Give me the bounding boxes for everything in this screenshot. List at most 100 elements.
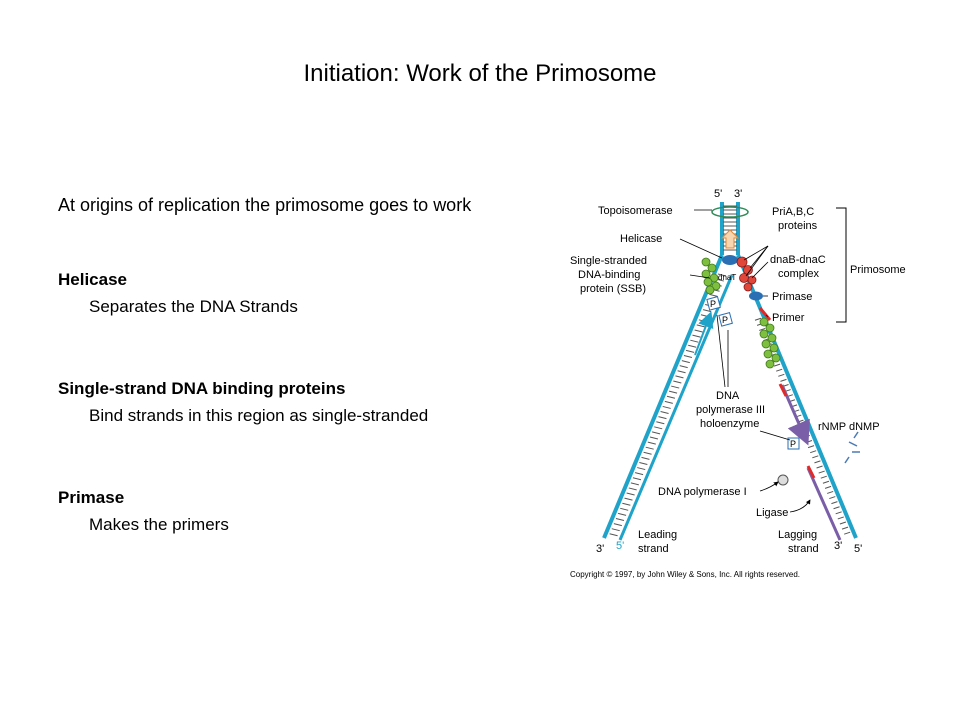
base-pair-rung	[620, 507, 629, 511]
base-pair-rung	[632, 477, 642, 481]
base-pair-rung	[822, 480, 830, 484]
label-pol3-2: polymerase III	[696, 404, 765, 416]
label-bottom-5-left: 5'	[616, 540, 624, 552]
desc-ssb: Bind strands in this region as single-st…	[89, 406, 429, 425]
base-pair-rung	[839, 521, 847, 525]
base-pair-rung	[681, 360, 690, 364]
ssb-bead	[765, 359, 775, 369]
term-ssb: Single-strand DNA binding proteins	[58, 379, 346, 398]
primase-shape	[749, 291, 763, 301]
base-pair-rung	[820, 475, 827, 479]
label-helicase: Helicase	[620, 233, 662, 245]
ssb-bead	[769, 343, 779, 353]
label-leading-2: strand	[638, 543, 669, 555]
polymerase-iii-boxes: P P P	[706, 296, 800, 450]
term-primase: Primase	[58, 488, 125, 507]
base-pair-rung	[824, 485, 832, 489]
base-pair-rung	[835, 511, 842, 515]
base-pair-rung	[827, 490, 834, 494]
label-bottom-3-left: 3'	[596, 543, 604, 555]
label-bottom-3-right: 3'	[834, 540, 842, 552]
ssb-bead	[771, 353, 781, 363]
ssb-bead	[701, 269, 711, 279]
base-pair-rung	[773, 363, 781, 367]
base-pair-rung	[717, 273, 727, 277]
p-mark-2: P	[722, 315, 728, 325]
base-pair-rung	[634, 472, 644, 476]
label-ssb-1: Single-stranded	[570, 255, 647, 267]
base-pair-rung	[677, 370, 686, 374]
base-pair-rung	[833, 506, 840, 510]
base-pair-rung	[647, 441, 656, 445]
base-pair-rung	[679, 365, 688, 369]
label-leading-1: Leading	[638, 529, 677, 541]
label-primosome: Primosome	[850, 264, 906, 276]
base-pair-rung	[622, 502, 631, 506]
base-pair-rung	[624, 497, 633, 501]
base-pair-rung	[609, 533, 618, 537]
base-pair-rung	[805, 440, 813, 443]
base-pair-rung	[776, 368, 783, 372]
base-pair-rung	[690, 339, 699, 343]
ssb-bead	[701, 257, 711, 267]
label-pol3-3: holoenzyme	[700, 418, 759, 430]
dna-polymerase-i-shape	[777, 474, 789, 486]
base-pair-rung	[696, 324, 705, 328]
base-pair-rung	[780, 378, 787, 382]
ssb-bead	[709, 273, 719, 283]
label-bottom-5-right: 5'	[854, 543, 862, 555]
label-dnat: dnaT	[718, 273, 736, 282]
unwinding-arrow-icon	[720, 229, 740, 249]
label-ssb-2: DNA-binding	[578, 269, 640, 281]
label-ssb-3: protein (SSB)	[580, 283, 646, 295]
base-pair-rung	[658, 416, 667, 420]
label-primer: Primer	[772, 312, 805, 324]
label-dnab-2: complex	[778, 268, 819, 280]
base-pair-rung	[816, 465, 823, 469]
base-pair-rung	[673, 380, 682, 384]
ssb-proteins	[701, 257, 781, 369]
ssb-bead	[759, 317, 769, 327]
primosome-bracket	[836, 207, 847, 323]
pri-proteins-cluster	[736, 256, 757, 292]
base-pair-rung	[671, 385, 680, 389]
primosome-diagram: 5' 3' P	[570, 188, 906, 579]
p-mark-3: P	[790, 439, 796, 449]
slide-title: Initiation: Work of the Primosome	[303, 60, 657, 87]
label-rnmp-dnmp: rNMP dNMP	[818, 421, 880, 433]
p-mark-1: P	[710, 299, 716, 309]
base-pair-rung	[675, 375, 684, 379]
ssb-bead	[761, 339, 771, 349]
base-pair-rung	[626, 492, 635, 496]
label-ligase: Ligase	[756, 507, 788, 519]
base-pair-rung	[649, 436, 659, 440]
ssb-bead	[759, 329, 769, 339]
base-pair-rung	[837, 516, 844, 520]
label-pol3-1: DNA	[716, 390, 740, 402]
base-pair-rung	[660, 411, 669, 415]
base-pair-rung	[664, 400, 673, 404]
ssb-bead	[763, 349, 773, 359]
ssb-bead	[711, 281, 721, 291]
ssb-bead	[705, 285, 715, 295]
label-top-3: 3'	[734, 188, 742, 200]
label-pri-2: proteins	[778, 220, 818, 232]
label-dnab-1: dnaB-dnaC	[770, 254, 826, 266]
label-primase: Primase	[772, 291, 812, 303]
intro-text: At origins of replication the primosome …	[58, 195, 472, 215]
base-pair-rung	[630, 482, 639, 486]
label-topoisomerase: Topoisomerase	[598, 205, 673, 217]
ssb-bead	[707, 263, 717, 273]
base-pair-rung	[807, 445, 815, 449]
base-pair-rung	[615, 518, 625, 521]
base-pair-rung	[668, 390, 678, 394]
base-pair-rung	[656, 421, 665, 425]
base-pair-rung	[685, 349, 695, 353]
ssb-bead	[765, 323, 775, 333]
base-pair-rung	[643, 451, 652, 455]
base-pair-rung	[698, 319, 707, 323]
desc-helicase: Separates the DNA Strands	[89, 297, 298, 316]
label-lagging-2: strand	[788, 543, 819, 555]
base-pair-rung	[645, 446, 654, 450]
topoisomerase-ring	[711, 206, 749, 218]
